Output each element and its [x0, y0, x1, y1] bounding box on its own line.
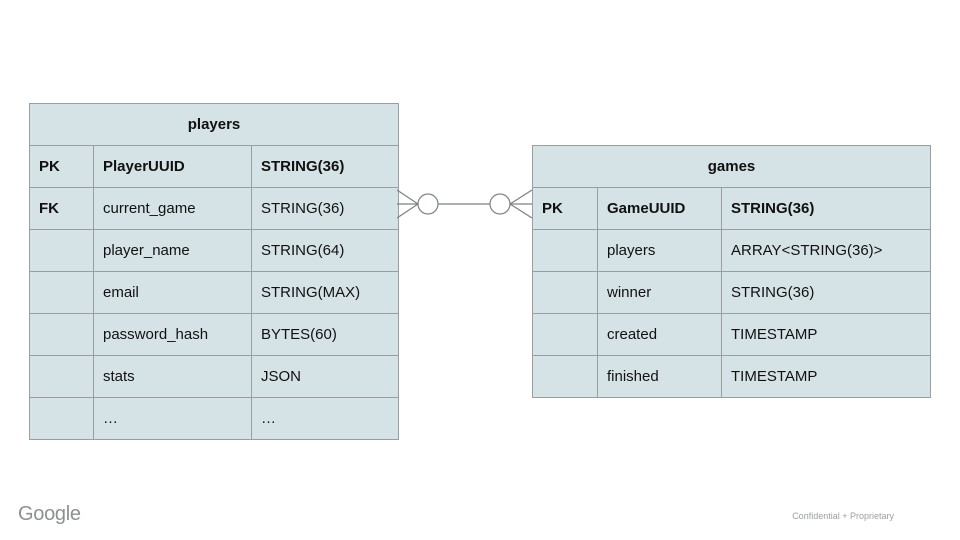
- players-name-cell: …: [93, 397, 252, 440]
- games-name-cell: GameUUID: [597, 187, 722, 230]
- players-key-cell: [29, 397, 94, 440]
- players-type-cell: STRING(36): [250, 187, 400, 230]
- games-name-cell: winner: [597, 271, 722, 314]
- games-key-cell: [532, 271, 598, 314]
- players-type-cell: STRING(MAX): [250, 271, 400, 314]
- players-key-cell: [29, 355, 94, 398]
- games-type-cell: STRING(36): [720, 271, 932, 314]
- players-type-cell: …: [250, 397, 400, 440]
- zero-circle-icon-right: [489, 193, 511, 215]
- players-type-cell: STRING(36): [250, 145, 400, 188]
- players-name-cell: PlayerUUID: [93, 145, 252, 188]
- players-key-cell: FK: [29, 187, 94, 230]
- players-name-cell: stats: [93, 355, 252, 398]
- table-header-row: players: [28, 103, 400, 146]
- zero-circle-icon-left: [417, 193, 439, 215]
- crow-foot-many-icon-left: [397, 189, 419, 219]
- players-type-cell: STRING(64): [250, 229, 400, 272]
- players-type-cell: JSON: [250, 355, 400, 398]
- players-table-title: players: [28, 103, 400, 146]
- players-name-cell: password_hash: [93, 313, 252, 356]
- players-type-cell: BYTES(60): [250, 313, 400, 356]
- games-name-cell: finished: [597, 355, 722, 398]
- players-key-cell: PK: [29, 145, 94, 188]
- games-key-cell: [532, 229, 598, 272]
- crow-foot-many-icon-right: [509, 189, 532, 219]
- players-key-cell: [29, 271, 94, 314]
- games-type-cell: STRING(36): [720, 187, 932, 230]
- google-logo: Google: [18, 503, 81, 525]
- players-name-cell: current_game: [93, 187, 252, 230]
- relationship-connector: [397, 189, 532, 219]
- games-type-cell: TIMESTAMP: [720, 355, 932, 398]
- players-key-cell: [29, 313, 94, 356]
- games-key-cell: PK: [532, 187, 598, 230]
- games-key-cell: [532, 313, 598, 356]
- games-type-cell: ARRAY<STRING(36)>: [720, 229, 932, 272]
- games-type-cell: TIMESTAMP: [720, 313, 932, 356]
- games-key-cell: [532, 355, 598, 398]
- confidential-note: Confidential + Proprietary: [792, 511, 894, 521]
- games-name-cell: players: [597, 229, 722, 272]
- players-key-cell: [29, 229, 94, 272]
- games-table-title: games: [531, 145, 932, 188]
- table-header-row: games: [531, 145, 932, 188]
- players-attribute-row: ……: [29, 397, 400, 440]
- players-name-cell: email: [93, 271, 252, 314]
- games-name-cell: created: [597, 313, 722, 356]
- players-name-cell: player_name: [93, 229, 252, 272]
